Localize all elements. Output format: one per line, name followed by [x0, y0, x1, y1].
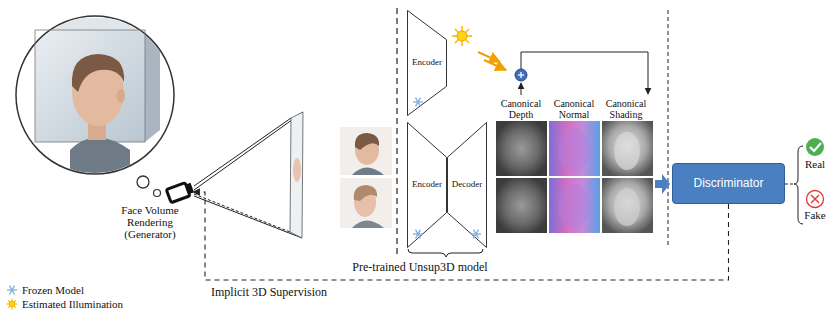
legend: Frozen ModelEstimated Illumination	[6, 283, 123, 311]
output-label: Fake	[804, 209, 825, 221]
map-caption: Canonical Shading	[600, 98, 652, 120]
node-label: Encoder	[412, 180, 442, 190]
discriminator-box: Discriminator	[672, 163, 785, 204]
map-caption: Canonical Depth	[495, 98, 547, 120]
encoder-block: Encoder	[407, 10, 447, 116]
generator-camera: Face Volume Rendering (Generator)	[108, 180, 192, 240]
node-label: Discriminator	[693, 177, 763, 190]
encoder-block: Encoder	[407, 122, 447, 248]
node-label: Face Volume Rendering (Generator)	[114, 204, 186, 240]
decoder-block: Decoder	[447, 122, 487, 248]
legend-text: Estimated Illumination	[22, 298, 123, 310]
snowflake-icon	[6, 284, 18, 296]
node-label: Encoder	[412, 58, 442, 68]
legend-text: Frozen Model	[22, 284, 84, 296]
legend-row: Estimated Illumination	[6, 297, 123, 311]
map-caption: Canonical Normal	[548, 98, 600, 120]
node-label: Decoder	[452, 180, 482, 190]
sun-icon	[6, 298, 18, 310]
connector-label: Implicit 3D Supervision	[211, 286, 327, 299]
group-caption: Pre-trained Unsup3D model	[352, 261, 487, 274]
legend-row: Frozen Model	[6, 283, 123, 297]
output-label: Real	[805, 158, 825, 170]
